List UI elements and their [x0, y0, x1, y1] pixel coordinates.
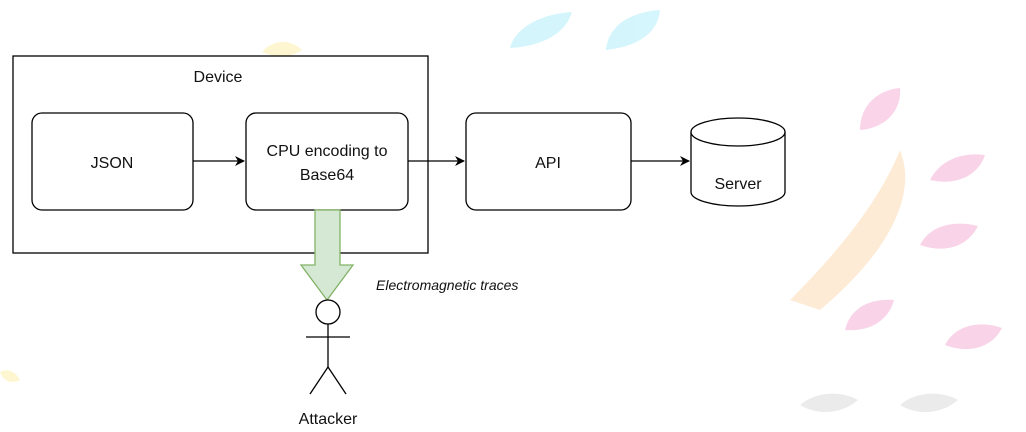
- electromagnetic-leak-arrow: [299, 209, 355, 302]
- watermark-leaf-pink-4: [945, 324, 1002, 350]
- device-label: Device: [194, 69, 243, 86]
- watermark-leaf-cyan-2: [606, 10, 660, 50]
- watermark-leaf-pink-3: [920, 223, 978, 249]
- watermark-leaf-pink-2: [930, 154, 985, 182]
- device-boundary: [12, 55, 429, 254]
- cpu-node-label-line1: CPU encoding to: [267, 143, 388, 160]
- background-watermark: [0, 10, 1002, 413]
- attacker-actor-icon: [306, 299, 350, 395]
- watermark-leaf-pink-5: [845, 299, 894, 331]
- cpu-node-label-line2: Base64: [300, 167, 354, 184]
- server-node-label: Server: [714, 176, 762, 193]
- server-node: [690, 117, 786, 207]
- json-node-label: JSON: [91, 155, 134, 172]
- watermark-leaf-cyan-1: [510, 12, 572, 48]
- watermark-leaf-gray-1: [800, 393, 858, 413]
- watermark-small-yellow: [0, 370, 20, 382]
- watermark-leaf-gray-2: [900, 393, 958, 413]
- attacker-label: Attacker: [299, 411, 358, 428]
- api-node-label: API: [535, 155, 561, 172]
- watermark-leaf-yellow: [262, 41, 302, 57]
- watermark-leaf-pink-1: [860, 88, 901, 130]
- watermark-swoosh-orange: [790, 150, 906, 310]
- cpu-encoding-node: [245, 112, 409, 211]
- electromagnetic-traces-label: Electromagnetic traces: [376, 277, 518, 293]
